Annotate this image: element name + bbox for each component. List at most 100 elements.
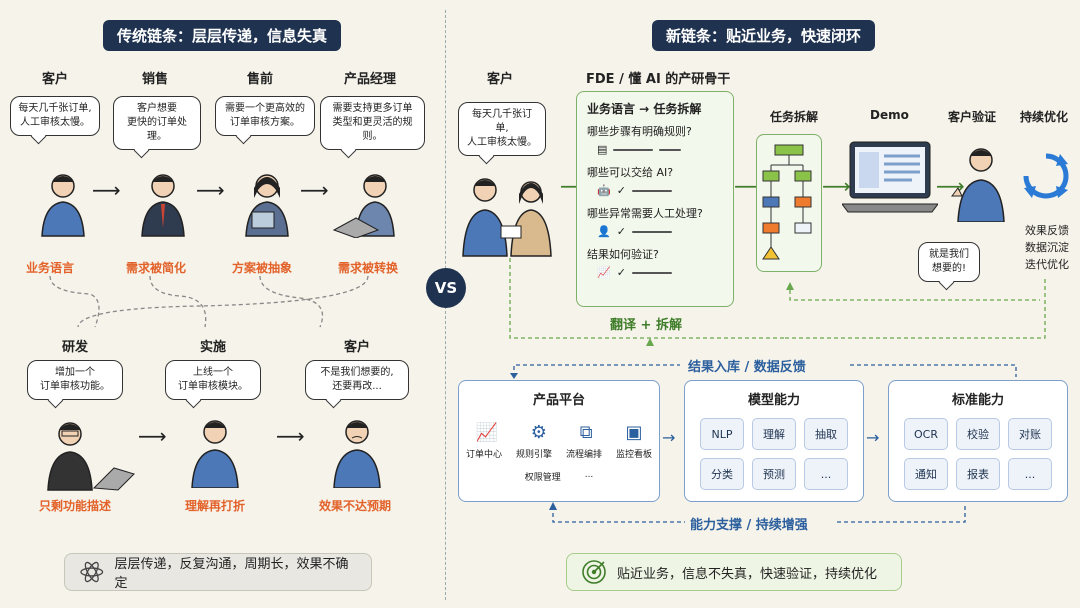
check-icon: ✓	[616, 225, 626, 238]
role-label: 售前	[246, 72, 273, 87]
platform-item: 订单中心	[465, 450, 502, 460]
support-connector	[549, 502, 966, 523]
left-title: 传统链条：层层传递，信息失真	[103, 20, 342, 51]
check-icon: ✓	[616, 184, 626, 197]
fde-question: 哪些步骤有明确规则?	[587, 125, 692, 138]
model-chip: 分类	[700, 458, 744, 490]
effect-label: 需求被简化	[125, 261, 186, 275]
fde-footer: 翻译 + 拆解	[610, 318, 682, 333]
speech-bubble: 需要一个更高效的 订单审核方案。	[215, 96, 315, 136]
platform-item: 规则引擎	[515, 450, 552, 460]
role-label: 实施	[199, 340, 226, 355]
feedback-connector	[510, 364, 1017, 379]
standard-chip: 报表	[956, 458, 1000, 490]
platform-item: 权限管理	[524, 473, 561, 483]
vs-label: VS	[434, 279, 458, 297]
platform-item: ...	[584, 470, 594, 480]
atom-icon	[80, 561, 104, 583]
effect-label: 效果不达预期	[318, 499, 391, 513]
speech-bubble: 客户想要 更快的订单处理。	[113, 96, 201, 150]
right-summary-text: 贴近业务，信息不失真，快速验证，持续优化	[617, 566, 878, 582]
order-center-icon: 📈	[475, 422, 498, 443]
effect-label: 理解再打折	[184, 499, 245, 513]
cycle-icon	[1023, 153, 1069, 199]
flow-arrow: ⟶	[92, 178, 121, 202]
developer-person-icon	[47, 422, 135, 491]
verifying-customer-icon	[951, 148, 1005, 222]
customer-person-icon	[41, 174, 85, 237]
feedback-label: 结果入库 / 数据反馈	[688, 360, 806, 375]
product-platform-box: 产品平台 📈 ⚙ ⧉ ▣ 订单中心 规则引擎 流程编排 监控看板 权限管理 ..…	[458, 380, 660, 502]
right-title: 新链条：贴近业务，快速闭环	[652, 20, 876, 51]
left-summary: 层层传递，反复沟通，周期长，效果不确定	[64, 553, 372, 591]
step-label: 任务拆解	[770, 110, 819, 124]
robot-icon: 🤖	[597, 184, 611, 197]
implementer-person-icon	[191, 420, 239, 488]
optimize-note: 效果反馈	[1025, 224, 1069, 237]
doc-icon: ▤	[597, 143, 608, 156]
step-label: 客户验证	[948, 110, 997, 124]
model-chip: 预测	[752, 458, 796, 490]
standard-chip: 对账	[1008, 418, 1052, 450]
platform-title: 产品平台	[532, 393, 585, 408]
flow-arrow: ⟶	[138, 424, 167, 448]
fde-question: 哪些可以交给 AI?	[587, 166, 674, 179]
flow-arrow: →	[866, 428, 880, 447]
unhappy-customer-icon	[333, 420, 381, 488]
check-icon: ✓	[616, 266, 626, 279]
chart-icon: 📈	[597, 266, 611, 279]
flow-arrow: ⟶	[822, 174, 851, 198]
customer-pair-icon	[462, 178, 552, 257]
model-chip: ...	[804, 458, 848, 490]
optimize-note: 数据沉淀	[1025, 241, 1069, 254]
speech-bubble: 上线一个 订单审核模块。	[165, 360, 261, 400]
fde-question: 结果如何验证?	[587, 248, 659, 261]
left-summary-text: 层层传递，反复沟通，周期长，效果不确定	[114, 557, 349, 591]
fde-title: FDE / 懂 AI 的产研骨干	[586, 72, 731, 87]
speech-bubble: 需要支持更多订单 类型和更灵活的规则。	[320, 96, 425, 150]
model-capability-box: 模型能力 NLP 理解 抽取 分类 预测 ...	[684, 380, 864, 502]
flow-arrow: ⟶	[300, 178, 329, 202]
rule-engine-icon: ⚙	[530, 422, 547, 443]
effect-label: 只剩功能描述	[38, 499, 111, 513]
flow-arrow: ⟶	[276, 424, 305, 448]
standard-chip: 通知	[904, 458, 948, 490]
optimize-note: 迭代优化	[1025, 258, 1069, 271]
standard-chip: 校验	[956, 418, 1000, 450]
step-label: 持续优化	[1020, 110, 1069, 124]
fde-box: 业务语言 → 任务拆解 哪些步骤有明确规则? ▤ 哪些可以交给 AI? 🤖✓ 哪…	[576, 91, 734, 307]
presales-person-icon	[245, 174, 289, 237]
task-breakdown-box	[756, 134, 822, 272]
platform-item: 流程编排	[565, 450, 602, 460]
speech-bubble: 不是我们想要的, 还要再改...	[305, 360, 409, 400]
flow-arrow: ⟶	[196, 178, 225, 202]
pm-person-icon	[332, 174, 395, 238]
role-label: 客户	[486, 72, 513, 87]
support-label: 能力支撑 / 持续增强	[690, 518, 808, 533]
laptop-demo-icon	[842, 141, 938, 213]
model-chip: 理解	[752, 418, 796, 450]
role-label: 研发	[61, 340, 88, 355]
fde-question: 哪些异常需要人工处理?	[587, 207, 703, 220]
role-label: 客户	[41, 72, 68, 87]
standard-chip: OCR	[904, 418, 948, 450]
effect-label: 需求被转换	[337, 261, 398, 275]
vs-badge: VS	[426, 268, 466, 308]
dashboard-icon: ▣	[625, 422, 643, 443]
speech-bubble: 每天几千张订单, 人工审核太慢。	[10, 96, 100, 136]
speech-bubble: 增加一个 订单审核功能。	[27, 360, 123, 400]
role-label: 产品经理	[343, 72, 396, 87]
right-summary: 贴近业务，信息不失真，快速验证，持续优化	[566, 553, 902, 591]
effect-label: 方案被抽象	[231, 261, 292, 275]
target-icon	[582, 560, 606, 584]
standard-capability-box: 标准能力 OCR 校验 对账 通知 报表 ...	[888, 380, 1068, 502]
speech-bubble: 每天几千张订单, 人工审核太慢。	[458, 102, 546, 156]
person-icon: 👤	[597, 225, 611, 238]
sales-person-icon	[141, 174, 185, 237]
flow-arrow: →	[662, 428, 676, 447]
flowchart-icon	[762, 144, 812, 260]
workflow-icon: ⧉	[579, 422, 593, 443]
effect-label: 业务语言	[25, 261, 74, 275]
dashed-connector	[49, 275, 369, 328]
model-title: 模型能力	[747, 393, 800, 408]
